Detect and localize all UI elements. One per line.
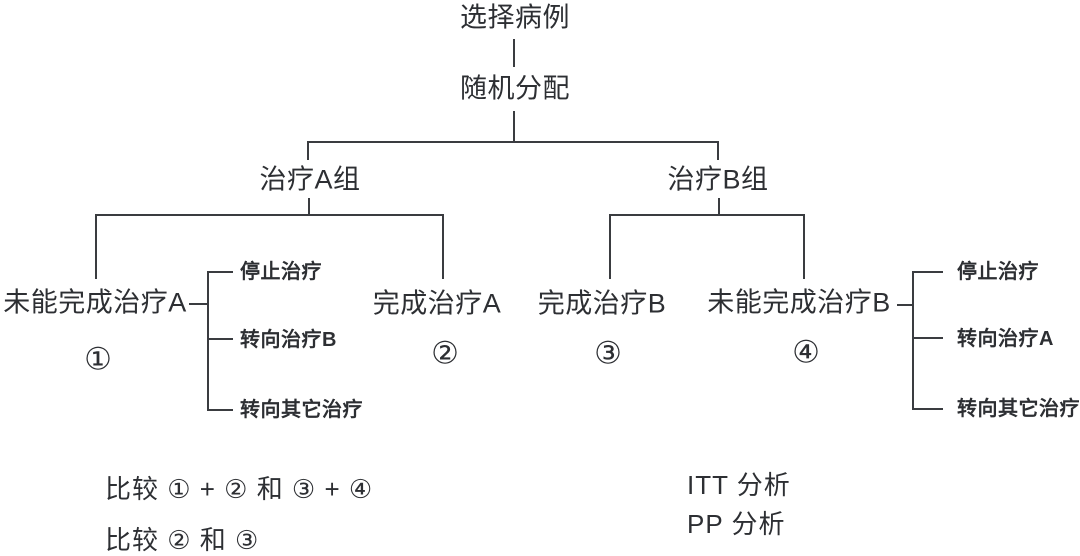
bracket-a-outline <box>207 271 233 411</box>
branch-group-a <box>95 214 444 279</box>
node-b-incomplete: 未能完成治疗B <box>707 287 891 318</box>
footer-pp-label: PP 分析 <box>687 509 786 539</box>
circled-number-2: ② <box>431 335 459 371</box>
node-group-a: 治疗A组 <box>259 164 361 195</box>
branch-group-b <box>609 214 805 279</box>
circled-number-1: ① <box>84 341 112 377</box>
bracket-b-outline <box>912 271 943 410</box>
node-select-cases: 选择病例 <box>460 2 570 33</box>
bracket-b-item-switch-to-a: 转向治疗A <box>957 328 1054 350</box>
circled-number-4: ④ <box>792 334 820 370</box>
bracket-a-item-switch-to-b: 转向治疗B <box>240 329 337 351</box>
footer-itt-label: ITT 分析 <box>687 470 791 500</box>
node-b-complete: 完成治疗B <box>537 288 667 319</box>
node-group-b: 治疗B组 <box>667 164 769 195</box>
bracket-b-item-switch-other: 转向其它治疗 <box>957 398 1080 420</box>
footer-compare-pp: 比较 ② 和 ③ <box>105 525 260 555</box>
bracket-a-item-stop: 停止治疗 <box>240 261 322 283</box>
footer-compare-itt: 比较 ① + ② 和 ③ + ④ <box>105 474 374 504</box>
circled-number-3: ③ <box>594 335 622 371</box>
node-a-incomplete: 未能完成治疗A <box>3 287 187 318</box>
node-a-complete: 完成治疗A <box>372 288 502 319</box>
branch-top <box>307 141 719 160</box>
bracket-a-item-switch-other: 转向其它治疗 <box>240 399 363 421</box>
bracket-b-item-stop: 停止治疗 <box>957 261 1039 283</box>
node-randomize: 随机分配 <box>460 73 570 104</box>
